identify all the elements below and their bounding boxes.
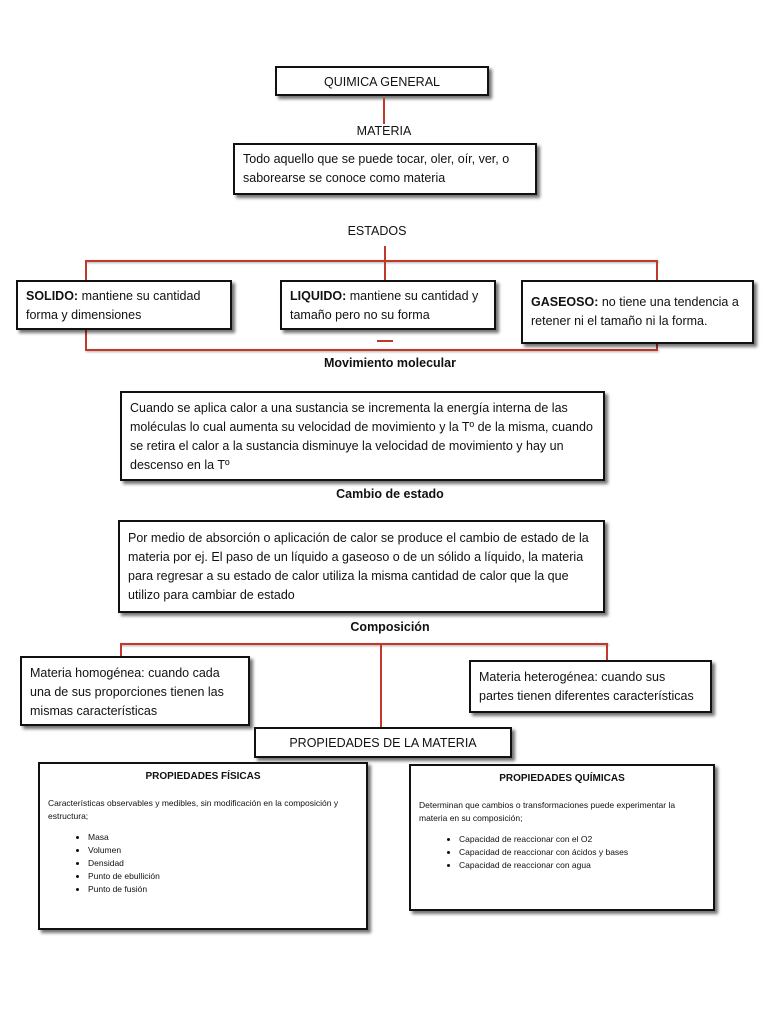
connector-title-materia (383, 98, 385, 124)
list-item: Densidad (88, 857, 358, 870)
propiedades-title: PROPIEDADES DE LA MATERIA (289, 736, 477, 750)
fisicas-list: Masa Volumen Densidad Punto de ebullició… (48, 831, 358, 896)
solido-term: SOLIDO: (26, 289, 79, 303)
composicion-top-line (120, 643, 608, 645)
materia-text: Todo aquello que se puede tocar, oler, o… (243, 152, 510, 185)
homogenea-box: Materia homogénea: cuando cada una de su… (20, 656, 250, 726)
page-title: QUIMICA GENERAL (324, 75, 440, 89)
liquido-text: mantiene su cantidad y tamaño pero no su… (290, 289, 479, 322)
heterogenea-text: Materia heterogénea: cuando sus partes t… (479, 670, 694, 703)
list-item: Capacidad de reaccionar con el O2 (459, 833, 705, 846)
fisicas-title: PROPIEDADES FÍSICAS (145, 771, 261, 782)
liquido-box: LIQUIDO: mantiene su cantidad y tamaño p… (280, 280, 496, 330)
gaseoso-box: GASEOSO: no tiene una tendencia a retene… (521, 280, 754, 344)
solido-box: SOLIDO: mantiene su cantidad forma y dim… (16, 280, 232, 330)
liquido-term: LIQUIDO: (290, 289, 347, 303)
fisicas-box: PROPIEDADES FÍSICAS Características obse… (38, 762, 368, 930)
materia-label: MATERIA (356, 124, 412, 138)
list-item: Capacidad de reaccionar con agua (459, 859, 705, 872)
list-item: Punto de fusión (88, 883, 358, 896)
estados-bottom-line (85, 349, 658, 351)
list-item: Punto de ebullición (88, 870, 358, 883)
title-box: QUIMICA GENERAL (275, 66, 489, 96)
quimicas-title: PROPIEDADES QUÍMICAS (499, 773, 625, 784)
movimiento-text: Cuando se aplica calor a una sustancia s… (130, 401, 593, 472)
cambio-text: Por medio de absorción o aplicación de c… (128, 531, 589, 602)
solido-text: mantiene su cantidad forma y dimensiones (26, 289, 201, 322)
homogenea-text: Materia homogénea: cuando cada una de su… (30, 666, 224, 718)
propiedades-title-box: PROPIEDADES DE LA MATERIA (254, 727, 512, 758)
composicion-center-line (380, 643, 382, 727)
list-item: Capacidad de reaccionar con ácidos y bas… (459, 846, 705, 859)
quimicas-text: Determinan que cambios o transformacione… (419, 800, 676, 823)
list-item: Volumen (88, 844, 358, 857)
fisicas-text: Características observables y medibles, … (48, 798, 339, 821)
movimiento-box: Cuando se aplica calor a una sustancia s… (120, 391, 605, 481)
composicion-right-drop (606, 643, 608, 660)
estados-top-line (85, 260, 658, 262)
quimicas-list: Capacidad de reaccionar con el O2 Capaci… (419, 833, 705, 872)
quimicas-box: PROPIEDADES QUÍMICAS Determinan que camb… (409, 764, 715, 911)
estados-label: ESTADOS (347, 224, 407, 238)
estados-center-line (384, 246, 386, 280)
list-item: Masa (88, 831, 358, 844)
materia-box: Todo aquello que se puede tocar, oler, o… (233, 143, 537, 195)
movimiento-label: Movimiento molecular (324, 356, 456, 370)
heterogenea-box: Materia heterogénea: cuando sus partes t… (469, 660, 712, 713)
gaseoso-text: no tiene una tendencia a retener ni el t… (531, 295, 739, 328)
composicion-left-drop (120, 643, 122, 656)
gaseoso-term: GASEOSO: (531, 295, 599, 309)
cambio-box: Por medio de absorción o aplicación de c… (118, 520, 605, 613)
composicion-label: Composición (350, 620, 430, 634)
cambio-label: Cambio de estado (336, 487, 444, 501)
estados-mark (377, 340, 393, 342)
